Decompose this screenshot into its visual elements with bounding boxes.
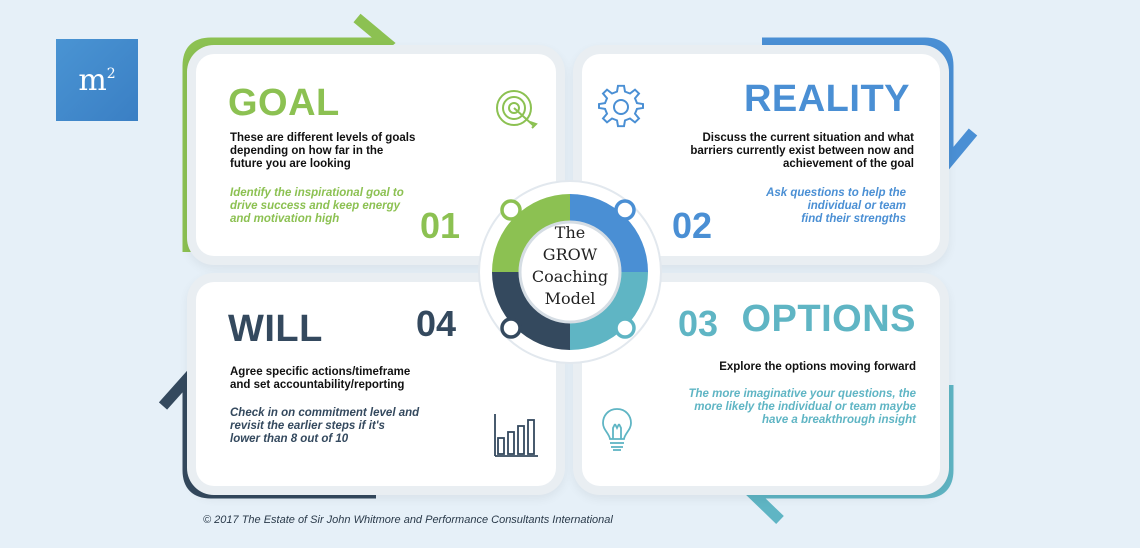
reality-description-line: achievement of the goal — [782, 158, 914, 170]
will-description: Agree specific actions/timeframe and set… — [230, 366, 410, 392]
goal-description-line: depending on how far in the — [230, 145, 384, 157]
options-number: 03 — [678, 303, 719, 344]
will-title: WILL — [228, 308, 323, 350]
will-description-line: Agree specific actions/timeframe — [230, 366, 411, 378]
options-frame-arrow — [752, 385, 954, 499]
goal-number: 01 — [420, 205, 461, 246]
options-description: Explore the options moving forward — [719, 361, 916, 374]
ring-segments — [492, 194, 648, 350]
ring-segment-options — [570, 272, 648, 350]
reality-frame-arrow — [762, 37, 954, 160]
reality-title: REALITY — [743, 78, 910, 120]
center-label-line: The — [554, 223, 586, 242]
reality-description: Discuss the current situation and what b… — [690, 132, 914, 171]
options-description-line: Explore the options moving forward — [719, 361, 916, 373]
will-note-line: lower than 8 out of 10 — [230, 433, 349, 445]
goal-note-line: drive success and keep energy — [230, 200, 401, 212]
options-note-line: more likely the individual or team maybe — [694, 401, 916, 413]
copyright-credit: © 2017 The Estate of Sir John Whitmore a… — [203, 514, 613, 526]
ring-segment-goal — [492, 194, 570, 272]
ring-node-reality — [614, 199, 636, 221]
ring-node-options — [614, 317, 636, 339]
will-note: Check in on commitment level and revisit… — [230, 407, 419, 446]
reality-description-line: barriers currently exist between now and — [690, 145, 914, 157]
goal-description: These are different levels of goals depe… — [230, 132, 415, 171]
options-note: The more imaginative your questions, the… — [689, 388, 917, 427]
logo-superscript: 2 — [106, 66, 116, 82]
goal-description-line: future you are looking — [230, 158, 351, 170]
reality-note-line: Ask questions to help the — [766, 187, 906, 199]
goal-note: Identify the inspirational goal to drive… — [230, 187, 404, 226]
reality-note-line: find their strengths — [801, 213, 906, 225]
target-icon — [496, 90, 538, 129]
goal-note-line: and motivation high — [230, 213, 340, 225]
ring-node-will — [500, 317, 522, 339]
gear-icon — [598, 84, 644, 128]
will-note-line: revisit the earlier steps if it's — [230, 420, 385, 432]
will-frame-arrow — [182, 382, 376, 499]
ring-node-goal — [500, 199, 522, 221]
reality-note-line: individual or team — [807, 200, 906, 212]
goal-description-line: These are different levels of goals — [230, 132, 416, 144]
center-label-line: Coaching — [531, 267, 609, 286]
lightbulb-icon — [602, 408, 632, 451]
will-description-line: and set accountability/reporting — [230, 379, 405, 391]
options-note-line: The more imaginative your questions, the — [688, 388, 917, 400]
options-title: OPTIONS — [741, 298, 916, 340]
center-ring — [478, 180, 662, 364]
goal-frame-arrow — [182, 37, 385, 252]
center-label-line: GROW — [542, 245, 598, 264]
will-note-line: Check in on commitment level and — [230, 407, 420, 419]
ring-segment-reality — [570, 194, 648, 272]
reality-description-line: Discuss the current situation and what — [702, 132, 914, 144]
bar-chart-icon — [494, 414, 538, 457]
center-label-line: Model — [544, 289, 596, 308]
logo-text: m — [78, 62, 107, 98]
goal-note-line: Identify the inspirational goal to — [230, 187, 404, 199]
options-note-line: have a breakthrough insight — [762, 414, 916, 426]
reality-number: 02 — [672, 205, 713, 246]
will-number: 04 — [416, 303, 457, 344]
goal-title: GOAL — [228, 82, 340, 124]
ring-segment-will — [492, 272, 570, 350]
reality-note: Ask questions to help the individual or … — [766, 187, 906, 226]
center-label: The GROW Coaching Model — [506, 222, 634, 310]
